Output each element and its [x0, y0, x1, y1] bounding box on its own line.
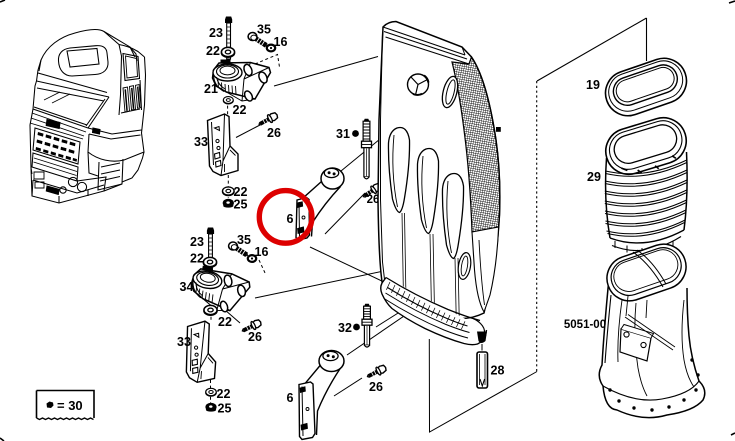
svg-text:16: 16: [255, 245, 269, 259]
svg-text:32: 32: [338, 321, 352, 335]
svg-text:29: 29: [587, 170, 601, 184]
svg-text:26: 26: [248, 330, 262, 344]
svg-text:31: 31: [336, 127, 350, 141]
svg-text:22: 22: [206, 44, 220, 58]
svg-text:33: 33: [194, 135, 208, 149]
svg-text:22: 22: [217, 387, 231, 401]
svg-text:26: 26: [367, 194, 380, 206]
svg-text:33: 33: [177, 335, 191, 349]
svg-text:22: 22: [233, 103, 247, 117]
svg-text:19: 19: [586, 78, 600, 92]
svg-text:23: 23: [209, 26, 223, 40]
svg-text:22: 22: [190, 252, 204, 266]
svg-text:16: 16: [274, 35, 288, 49]
svg-text:34: 34: [180, 280, 194, 294]
svg-text:= 30: = 30: [57, 398, 83, 413]
svg-text:23: 23: [190, 235, 204, 249]
svg-text:22: 22: [234, 185, 248, 199]
svg-text:6: 6: [287, 212, 294, 226]
svg-text:35: 35: [237, 233, 251, 247]
svg-text:22: 22: [218, 315, 232, 329]
svg-text:25: 25: [218, 402, 232, 416]
svg-text:21: 21: [204, 82, 218, 96]
svg-text:25: 25: [234, 198, 248, 212]
svg-text:35: 35: [257, 23, 271, 37]
svg-text:6: 6: [287, 391, 294, 405]
svg-text:26: 26: [267, 126, 281, 140]
svg-text:26: 26: [369, 380, 383, 394]
svg-text:28: 28: [491, 364, 505, 378]
svg-text:5051-00: 5051-00: [564, 319, 606, 331]
